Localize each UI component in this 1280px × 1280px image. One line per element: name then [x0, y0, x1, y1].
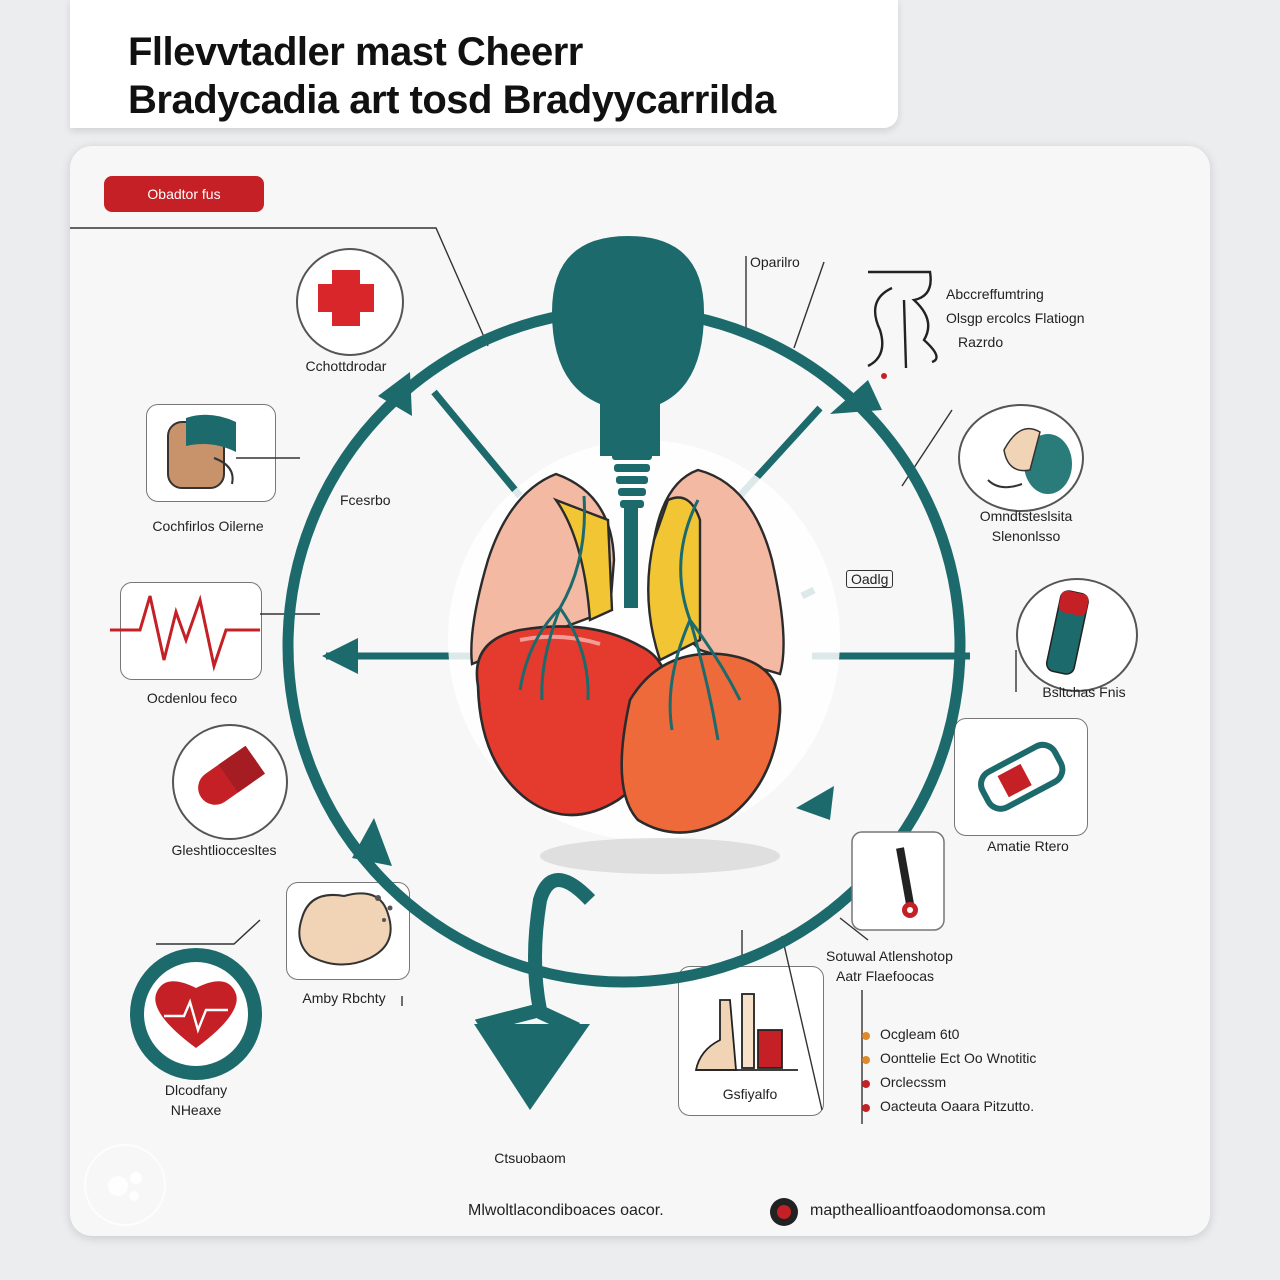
label-top-right-2: Olsgp ercolcs Flatiogn [946, 310, 1085, 326]
inhaler-icon [1045, 590, 1089, 675]
bullet-text-2: Oonttelie Ect Oo Wnotitic [880, 1050, 1037, 1066]
footer-left-text[interactable]: Mlwoltlacondiboaces oacor. [468, 1202, 664, 1219]
lungs-illustration [470, 468, 785, 676]
label-heart-badge-2: NHeaxe [170, 1102, 222, 1118]
cells-icon [298, 892, 393, 966]
label-center-right: Oadlg [846, 570, 894, 588]
heart-illustration [475, 625, 782, 834]
label-lungs-2: Slenonlsso [991, 528, 1061, 544]
title-line-1: Fllevvtadler mast Cheerr [128, 30, 583, 74]
category-tag[interactable]: Obadtor fus [104, 176, 264, 212]
cardio-stethoscope-icon [474, 873, 596, 1106]
ekg-icon [110, 594, 260, 672]
ring-arrows [352, 372, 882, 866]
label-ekg: Ocdenlou feco [146, 690, 238, 706]
label-top-right-3: Razrdo [958, 334, 1004, 350]
label-heart-badge-1: Dlcodfany [164, 1082, 228, 1098]
arrow-head [796, 786, 834, 820]
ekg-frame [120, 582, 262, 680]
lungs-icon [987, 427, 1072, 494]
label-face: Cochfirlos Oilerne [152, 518, 264, 534]
face-icon [167, 414, 236, 489]
airway-illustration [552, 236, 704, 608]
label-bandage: Amatie Rtero [987, 838, 1069, 854]
arrow-head [378, 372, 412, 416]
bullet-icon [862, 1080, 870, 1088]
label-sensor-1: Sotuwal Atlenshotop [826, 948, 953, 964]
bullet-text-3: Orclecssm [880, 1074, 947, 1090]
label-pill: Gleshtlioccesltes [171, 842, 277, 858]
bullet-icon [862, 1056, 870, 1064]
label-sensor-2: Aatr Flaefoocas [836, 968, 935, 984]
arrow-head [352, 818, 392, 866]
label-first-aid: Cchottdrodar [305, 358, 387, 374]
label-lungs-1: Omndtsteslsita [979, 508, 1073, 524]
bullet-text-4: Oacteuta Oaara Pitzutto. [880, 1098, 1035, 1114]
label-bottom: Ctsuobaom [494, 1150, 566, 1166]
bullet-text-1: Ocgleam 6t0 [880, 1026, 960, 1042]
title-card: Fllevvtadler mast Cheerr Bradycadia art … [70, 0, 898, 128]
watermark-icon [84, 1144, 166, 1226]
label-center-left: Fcesrbo [340, 492, 391, 508]
arrow-head [830, 380, 882, 414]
bullet-icon [862, 1104, 870, 1112]
heart-badge-icon [130, 948, 262, 1080]
title-line-2: Bradycadia art tosd Bradyycarrilda [128, 78, 776, 122]
bullet-icon [862, 1032, 870, 1040]
label-top-right-1: Abccreffumtring [946, 286, 1044, 302]
organ-sketch-icon [867, 270, 938, 369]
sensor-icon [851, 831, 945, 931]
pill-icon [198, 745, 266, 805]
label-chart: Gsfiyalfo [722, 1086, 778, 1102]
label-top-right: Oparilro [750, 254, 800, 270]
bar-chart-icon [694, 993, 798, 1071]
bandage-icon [978, 741, 1066, 812]
label-inhaler: Bsltchas Fnis [1042, 684, 1126, 700]
footer-right-link[interactable]: maptheallioantfoaodomonsa.com [810, 1202, 1046, 1219]
vessels [518, 495, 742, 741]
first-aid-cross-icon [318, 270, 374, 326]
left-arrow-head [322, 638, 358, 674]
label-cells: Amby Rbchty [302, 990, 386, 1006]
